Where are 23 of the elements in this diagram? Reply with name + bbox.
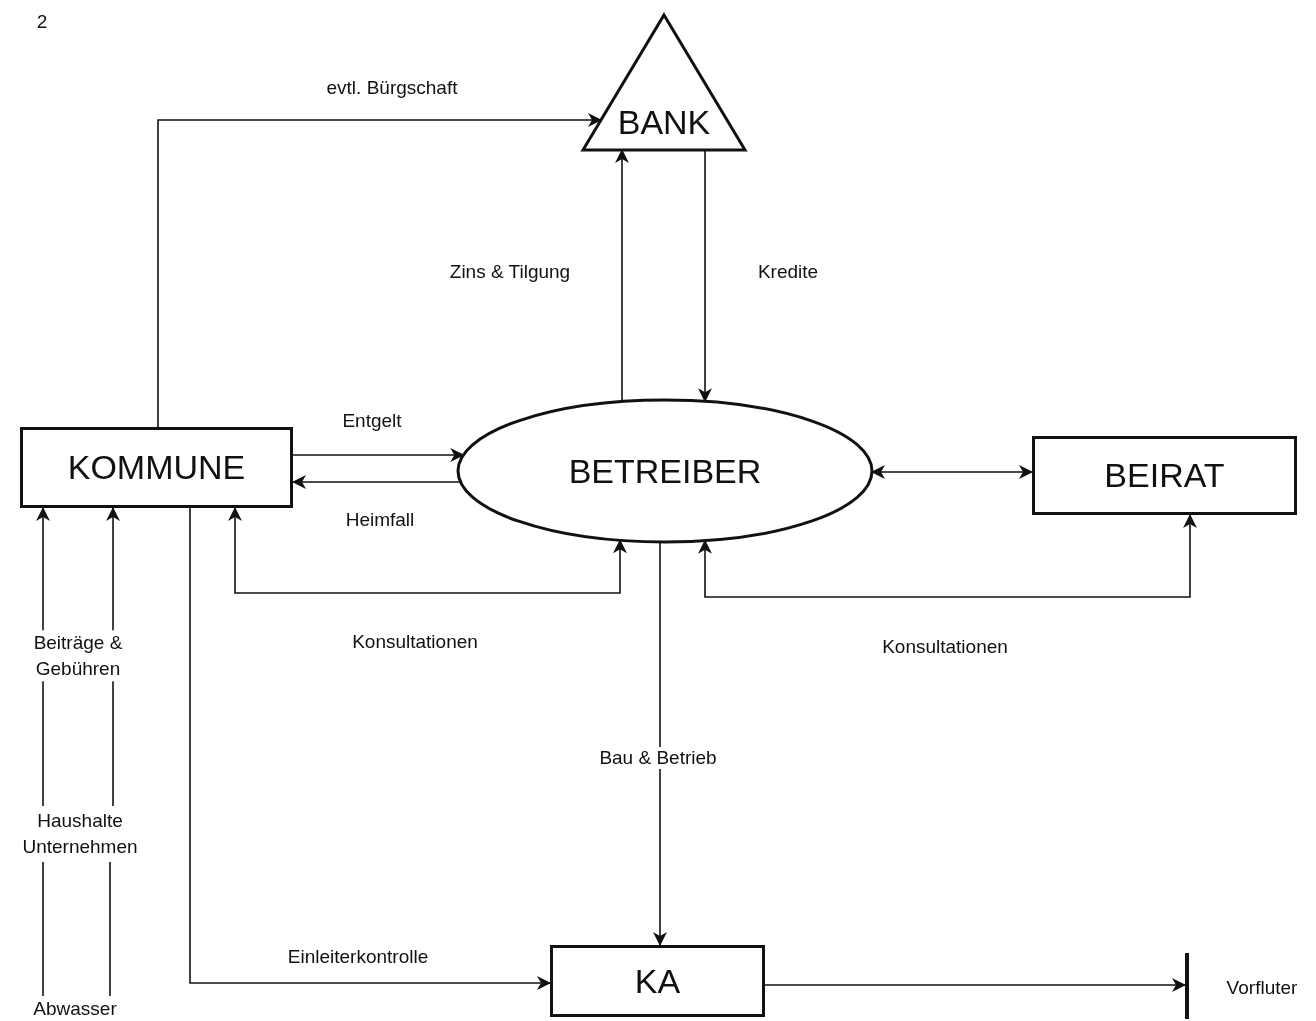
arrow <box>698 514 1197 598</box>
entity-box <box>1032 436 1297 515</box>
node-label: Vorfluter <box>1225 977 1299 999</box>
node-title: BEIRAT <box>1104 456 1225 495</box>
arrow <box>698 149 712 403</box>
node-title: BANK <box>617 103 711 142</box>
arrow <box>228 507 627 594</box>
node-label: Haushalte Unternehmen <box>21 809 139 859</box>
arrow <box>653 541 667 946</box>
arrow <box>189 507 551 990</box>
arrow <box>292 475 462 489</box>
arrow <box>615 149 629 403</box>
arrow <box>871 465 1033 479</box>
entity-box <box>550 945 765 1017</box>
node-label: Abwasser <box>33 997 117 1021</box>
arrow <box>157 113 602 428</box>
node-title: KA <box>634 961 681 1001</box>
node-title: BETREIBER <box>568 451 762 491</box>
entity-box <box>20 427 293 508</box>
arrow <box>764 978 1186 992</box>
outlet-bar <box>1185 953 1189 1019</box>
arrow <box>292 448 465 462</box>
node-title: KOMMUNE <box>67 448 246 487</box>
